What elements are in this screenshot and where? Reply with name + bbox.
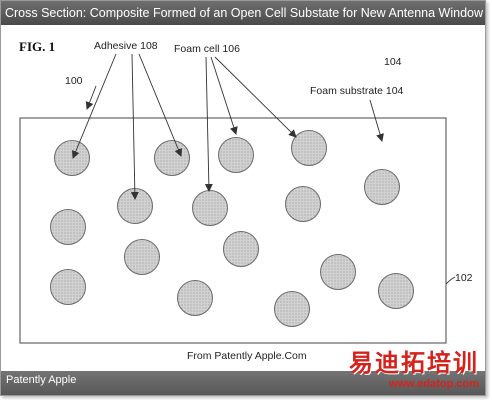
foam-cell-arrow-1 <box>204 56 213 192</box>
foam-cell <box>177 280 213 316</box>
composite-rectangle <box>19 117 447 344</box>
foam-cell <box>218 137 254 173</box>
watermark-url: www.edatop.com <box>388 378 479 390</box>
foam-cell <box>274 291 310 327</box>
foam-substrate-arrow <box>369 99 384 142</box>
foam-cell <box>378 273 414 309</box>
watermark: 易迪拓培训 www.edatop.com <box>329 349 479 395</box>
foam-cell <box>50 269 86 305</box>
foam-cell <box>154 140 190 176</box>
foam-cell-label: Foam cell 106 <box>174 43 240 55</box>
ref-102-leader <box>445 276 456 285</box>
ref-104-label: 104 <box>384 56 402 68</box>
adhesive-label: Adhesive 108 <box>94 40 158 52</box>
foam-cell <box>291 130 327 166</box>
watermark-chinese: 易迪拓培训 <box>349 349 479 377</box>
fig-label: FIG. 1 <box>19 39 55 54</box>
ref-100-arrow <box>85 85 97 110</box>
foam-cell <box>223 231 259 267</box>
title-bar: Cross Section: Composite Formed of an Op… <box>1 1 485 25</box>
image-frame: Cross Section: Composite Formed of an Op… <box>0 0 486 396</box>
ref-100-label: 100 <box>65 75 83 87</box>
foam-substrate-label: Foam substrate 104 <box>310 85 404 97</box>
foam-cell <box>364 169 400 205</box>
footer-source-text: Patently Apple <box>6 374 77 386</box>
adhesive-arrow-right <box>138 53 183 157</box>
adhesive-arrow-left <box>71 53 117 159</box>
foam-cell <box>124 239 160 275</box>
title-text: Cross Section: Composite Formed of an Op… <box>4 6 483 20</box>
foam-cell-arrow-2 <box>210 56 238 135</box>
footer-bar: Patently Apple <box>1 371 485 395</box>
foam-cells-group <box>50 130 414 327</box>
foam-cell-arrow-3 <box>214 56 297 138</box>
foam-cell <box>320 254 356 290</box>
foam-cell <box>192 190 228 226</box>
cross-section-diagram: FIG. 1 Adhesive 108 Foam cell 106 104 10… <box>19 39 473 362</box>
foam-cell <box>285 186 321 222</box>
foam-cell <box>54 140 90 176</box>
foam-cell <box>50 209 86 245</box>
adhesive-arrow-middle <box>130 53 139 200</box>
ref-102-label: 102 <box>455 272 473 284</box>
leader-lines-group <box>71 53 456 285</box>
figure-caption: From Patently Apple.Com <box>187 350 307 362</box>
